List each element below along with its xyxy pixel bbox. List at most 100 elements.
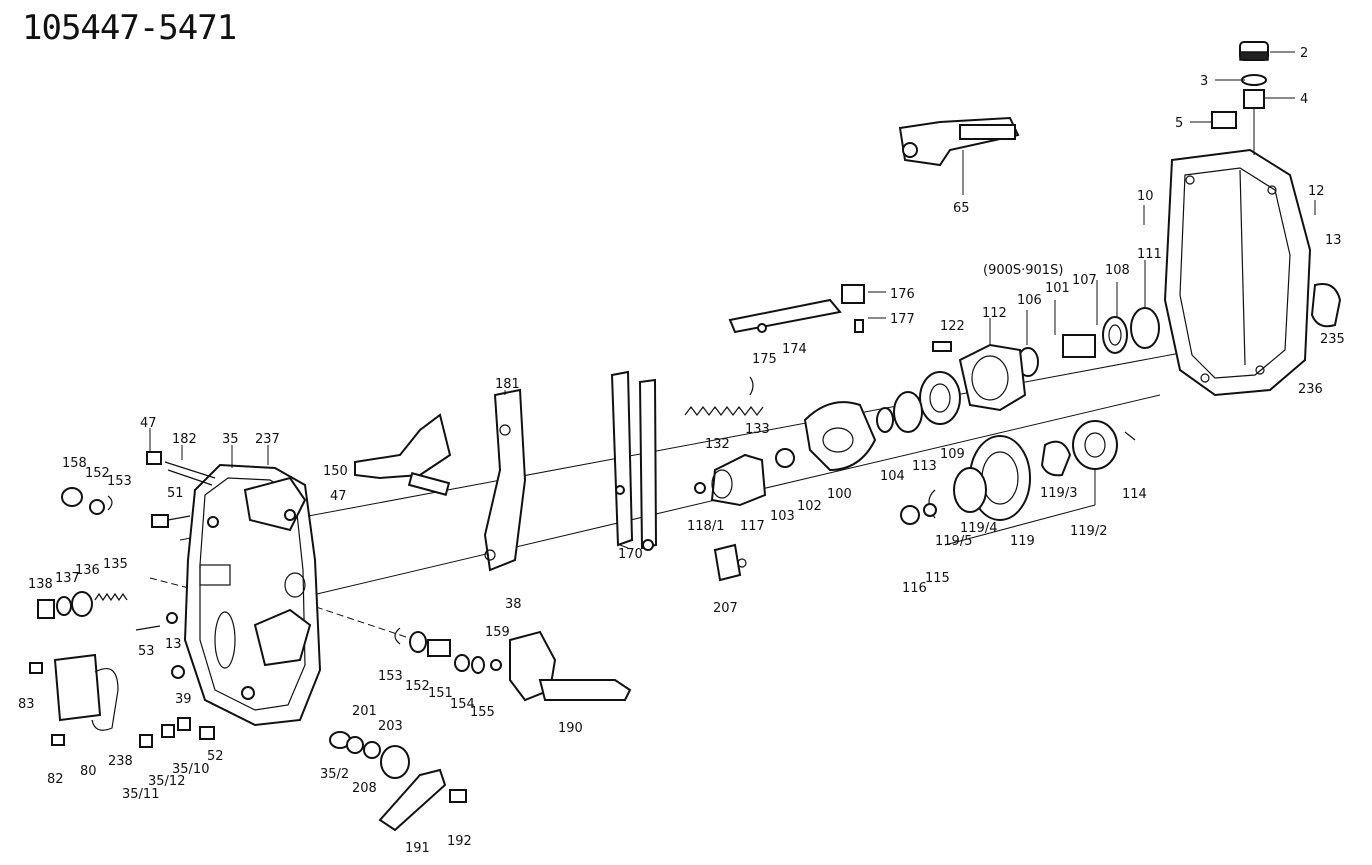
- label-154: 154: [450, 697, 475, 712]
- label-116: 116: [902, 581, 927, 596]
- label-82: 82: [47, 772, 64, 787]
- label-4: 4: [1300, 92, 1308, 107]
- lever-181: [483, 388, 527, 572]
- label-80: 80: [80, 764, 97, 779]
- label-190: 190: [558, 721, 583, 736]
- drive-gear-119: [900, 420, 1136, 546]
- label-207: 207: [713, 601, 738, 616]
- label-119: 119: [1010, 534, 1035, 549]
- label-117: 117: [740, 519, 765, 534]
- label-100: 100: [827, 487, 852, 502]
- label-3: 3: [1200, 74, 1208, 89]
- label-150: 150: [323, 464, 348, 479]
- bearing-group: [876, 307, 1160, 433]
- label-152-left: 152: [85, 466, 110, 481]
- label-13: 13: [1325, 233, 1342, 248]
- label-203: 203: [378, 719, 403, 734]
- pump-housing: [1163, 148, 1342, 397]
- label-135: 135: [103, 557, 128, 572]
- label-151: 151: [428, 686, 453, 701]
- label-109: 109: [940, 447, 965, 462]
- label-111: 111: [1137, 247, 1162, 262]
- label-13-left: 13: [165, 637, 182, 652]
- label-133: 133: [745, 422, 770, 437]
- label-174: 174: [782, 342, 807, 357]
- label-208: 208: [352, 781, 377, 796]
- label-137: 137: [55, 571, 80, 586]
- label-159: 159: [485, 625, 510, 640]
- part-labels: 2 3 4 5 65 10 12 13 (900S·901S) 101 107 …: [18, 46, 1345, 856]
- label-35-2: 35/2: [320, 767, 349, 782]
- label-192: 192: [447, 834, 472, 849]
- label-101: 101: [1045, 281, 1070, 296]
- label-119-5: 119/5: [935, 534, 972, 549]
- label-177: 177: [890, 312, 915, 327]
- label-182: 182: [172, 432, 197, 447]
- label-181: 181: [495, 377, 520, 392]
- label-119-4: 119/4: [960, 521, 997, 536]
- label-153-right: 153: [378, 669, 403, 684]
- label-106: 106: [1017, 293, 1042, 308]
- label-107: 107: [1072, 273, 1097, 288]
- shaft-150: [354, 413, 452, 496]
- part-65-shaft: [898, 116, 1020, 195]
- label-114: 114: [1122, 487, 1147, 502]
- flyweight-assembly: [775, 401, 877, 472]
- label-175: 175: [752, 352, 777, 367]
- label-158: 158: [62, 456, 87, 471]
- label-35: 35: [222, 432, 239, 447]
- label-152-right: 152: [405, 679, 430, 694]
- shaft-parts-151-155: [394, 627, 502, 674]
- label-35-10: 35/10: [172, 762, 209, 777]
- part-207: [713, 543, 747, 582]
- label-122: 122: [940, 319, 965, 334]
- label-35-11: 35/11: [122, 787, 159, 802]
- bottom-bushing-parts: [329, 731, 410, 779]
- label-47-mid: 47: [330, 489, 347, 504]
- label-47-top: 47: [140, 416, 157, 431]
- linkage-174: [728, 284, 865, 334]
- label-132: 132: [705, 437, 730, 452]
- label-115: 115: [925, 571, 950, 586]
- label-119-3: 119/3: [1040, 486, 1077, 501]
- label-237: 237: [255, 432, 280, 447]
- label-12: 12: [1308, 184, 1325, 199]
- label-138: 138: [28, 577, 53, 592]
- governor-cover-35: [183, 463, 322, 727]
- governor-spring-132: [684, 376, 764, 416]
- label-39: 39: [175, 692, 192, 707]
- label-2: 2: [1300, 46, 1308, 61]
- label-108: 108: [1105, 263, 1130, 278]
- label-236: 236: [1298, 382, 1323, 397]
- label-10: 10: [1137, 189, 1154, 204]
- label-103: 103: [770, 509, 795, 524]
- label-118-1: 118/1: [687, 519, 724, 534]
- label-119-2: 119/2: [1070, 524, 1107, 539]
- label-83: 83: [18, 697, 35, 712]
- label-170: 170: [618, 547, 643, 562]
- label-51: 51: [167, 486, 184, 501]
- label-155: 155: [470, 705, 495, 720]
- diagram-title: 105447-5471: [22, 8, 237, 48]
- tension-lever-170: [610, 370, 658, 551]
- control-lever-190: [509, 630, 632, 702]
- label-5: 5: [1175, 116, 1183, 131]
- label-191: 191: [405, 841, 430, 856]
- label-112: 112: [982, 306, 1007, 321]
- label-238: 238: [108, 754, 133, 769]
- left-fasteners: [29, 451, 216, 748]
- leader-lines: [149, 51, 1316, 549]
- label-53: 53: [138, 644, 155, 659]
- label-102: 102: [797, 499, 822, 514]
- label-201: 201: [352, 704, 377, 719]
- lever-191: [378, 768, 467, 832]
- label-65: 65: [953, 201, 970, 216]
- plate-80-gasket-238: [53, 653, 119, 731]
- label-52: 52: [207, 749, 224, 764]
- label-38: 38: [505, 597, 522, 612]
- label-136: 136: [75, 563, 100, 578]
- label-235: 235: [1320, 332, 1345, 347]
- label-104: 104: [880, 469, 905, 484]
- label-113: 113: [912, 459, 937, 474]
